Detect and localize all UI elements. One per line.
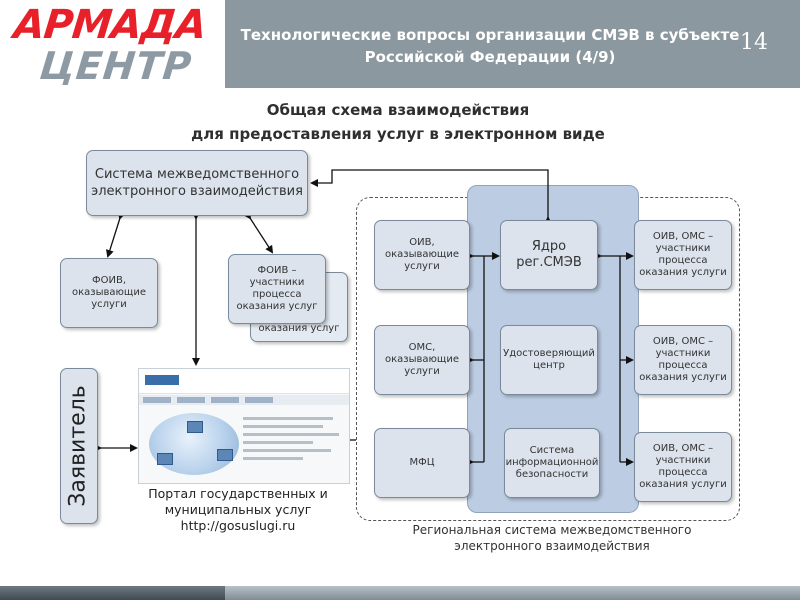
gosuslugi-portal-screenshot (138, 368, 350, 484)
portal-caption-url: http://gosuslugi.ru (180, 518, 296, 533)
portal-caption-line2: муниципальных услуг (164, 502, 312, 517)
connector-smev-core (310, 169, 552, 224)
oiv-oms-participants-box: ОИВ, ОМС – участники процесса оказания у… (634, 220, 732, 290)
diagram-title: Общая схема взаимодействия для предостав… (52, 98, 744, 146)
oiv-services-box: ОИВ, оказывающие услуги (374, 220, 470, 290)
portal-text-line (243, 417, 333, 420)
oiv-oms-participants-box: ОИВ, ОМС – участники процесса оказания у… (634, 432, 732, 502)
oms-services-box: ОМС, оказывающие услуги (374, 325, 470, 395)
footer-bar-accent (0, 586, 225, 600)
certification-center-box: Удостоверяющий центр (500, 325, 598, 395)
applicant-label: Заявитель (66, 385, 91, 507)
portal-caption-line1: Портал государственных и (148, 486, 328, 501)
portal-text-line (243, 457, 303, 460)
portal-logo (145, 375, 179, 385)
portal-text-line (243, 433, 339, 436)
diagram-title-line2: для предоставления услуг в электронном в… (191, 125, 605, 143)
info-security-box: Система информационной безопасности (504, 428, 600, 498)
portal-text-line (243, 425, 323, 428)
regional-label-line1: Региональная система межведомственного (412, 523, 692, 537)
portal-caption: Портал государственных и муниципальных у… (138, 486, 338, 534)
portal-nav-item (211, 397, 239, 403)
regional-system-label: Региональная система межведомственного э… (392, 522, 712, 554)
header-band (225, 0, 800, 88)
foiv-box: ФОИВ, оказывающие услуги (60, 258, 158, 328)
portal-header (139, 369, 349, 394)
computer-icon (217, 449, 233, 461)
diagram-title-line1: Общая схема взаимодействия (266, 101, 530, 119)
portal-nav-item (143, 397, 171, 403)
computer-icon (157, 453, 173, 465)
foiv-participants-box: ФОИВ – участники процесса оказания услуг (228, 254, 326, 324)
regional-label-line2: электронного взаимодействия (454, 539, 650, 553)
computer-icon (187, 421, 203, 433)
connector-smev-foiv (105, 211, 126, 258)
connector-smev-foiv-participants (243, 210, 274, 254)
mfc-box: МФЦ (374, 428, 470, 498)
portal-nav (139, 395, 349, 405)
portal-text-line (243, 441, 313, 444)
smev-system-box: Система межведомственного электронного в… (86, 150, 308, 216)
portal-text-line (243, 449, 331, 452)
core-smev-box: Ядро рег.СМЭВ (500, 220, 598, 290)
portal-nav-item (245, 397, 273, 403)
oiv-oms-participants-box: ОИВ, ОМС – участники процесса оказания у… (634, 325, 732, 395)
portal-nav-item (177, 397, 205, 403)
slide-title: Технологические вопросы организации СМЭВ… (240, 26, 740, 66)
applicant-box: Заявитель (60, 368, 98, 524)
page-number: 14 (740, 30, 768, 55)
